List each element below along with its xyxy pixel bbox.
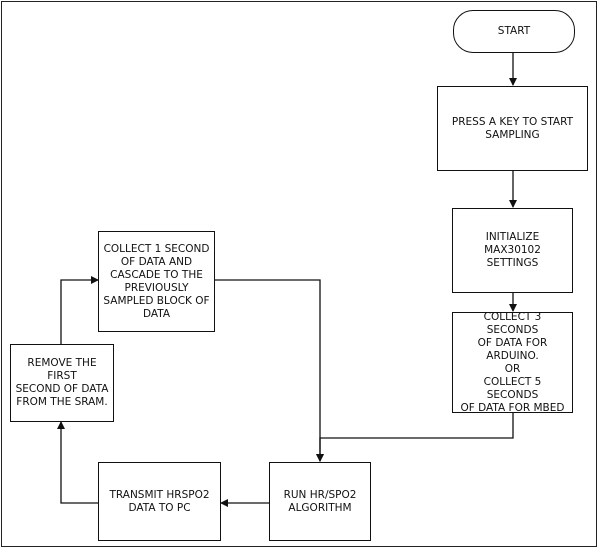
arrow-collect-one-to-run	[215, 279, 324, 462]
remove-first-second-node: REMOVE THE FIRST SECOND OF DATA FROM THE…	[10, 344, 114, 422]
transmit-data-node: TRANSMIT HRSPO2 DATA TO PC	[98, 462, 221, 541]
press-key-label: PRESS A KEY TO START SAMPLING	[451, 115, 574, 141]
collect-one-second-node: COLLECT 1 SECOND OF DATA AND CASCADE TO …	[98, 231, 215, 332]
transmit-data-label: TRANSMIT HRSPO2 DATA TO PC	[109, 488, 210, 514]
init-max30102-node: INITIALIZE MAX30102 SETTINGS	[452, 208, 573, 293]
arrow-transmit-to-remove	[57, 421, 98, 504]
run-algorithm-node: RUN HR/SPO2 ALGORITHM	[269, 462, 371, 541]
remove-first-second-label: REMOVE THE FIRST SECOND OF DATA FROM THE…	[15, 357, 109, 408]
start-label: START	[497, 25, 531, 37]
press-key-node: PRESS A KEY TO START SAMPLING	[437, 86, 588, 171]
collect-one-second-label: COLLECT 1 SECOND OF DATA AND CASCADE TO …	[103, 242, 210, 320]
run-algorithm-label: RUN HR/SPO2 ALGORITHM	[283, 488, 357, 514]
start-node: START	[453, 10, 575, 53]
arrow-collect-initial-to-run	[316, 413, 514, 462]
init-max30102-label: INITIALIZE MAX30102 SETTINGS	[484, 231, 541, 269]
collect-initial-data-label: COLLECT 3 SECONDS OF DATA FOR ARDUINO. O…	[460, 310, 565, 414]
arrow-remove-to-collect-one	[60, 276, 99, 344]
collect-initial-data-node: COLLECT 3 SECONDS OF DATA FOR ARDUINO. O…	[452, 310, 573, 414]
